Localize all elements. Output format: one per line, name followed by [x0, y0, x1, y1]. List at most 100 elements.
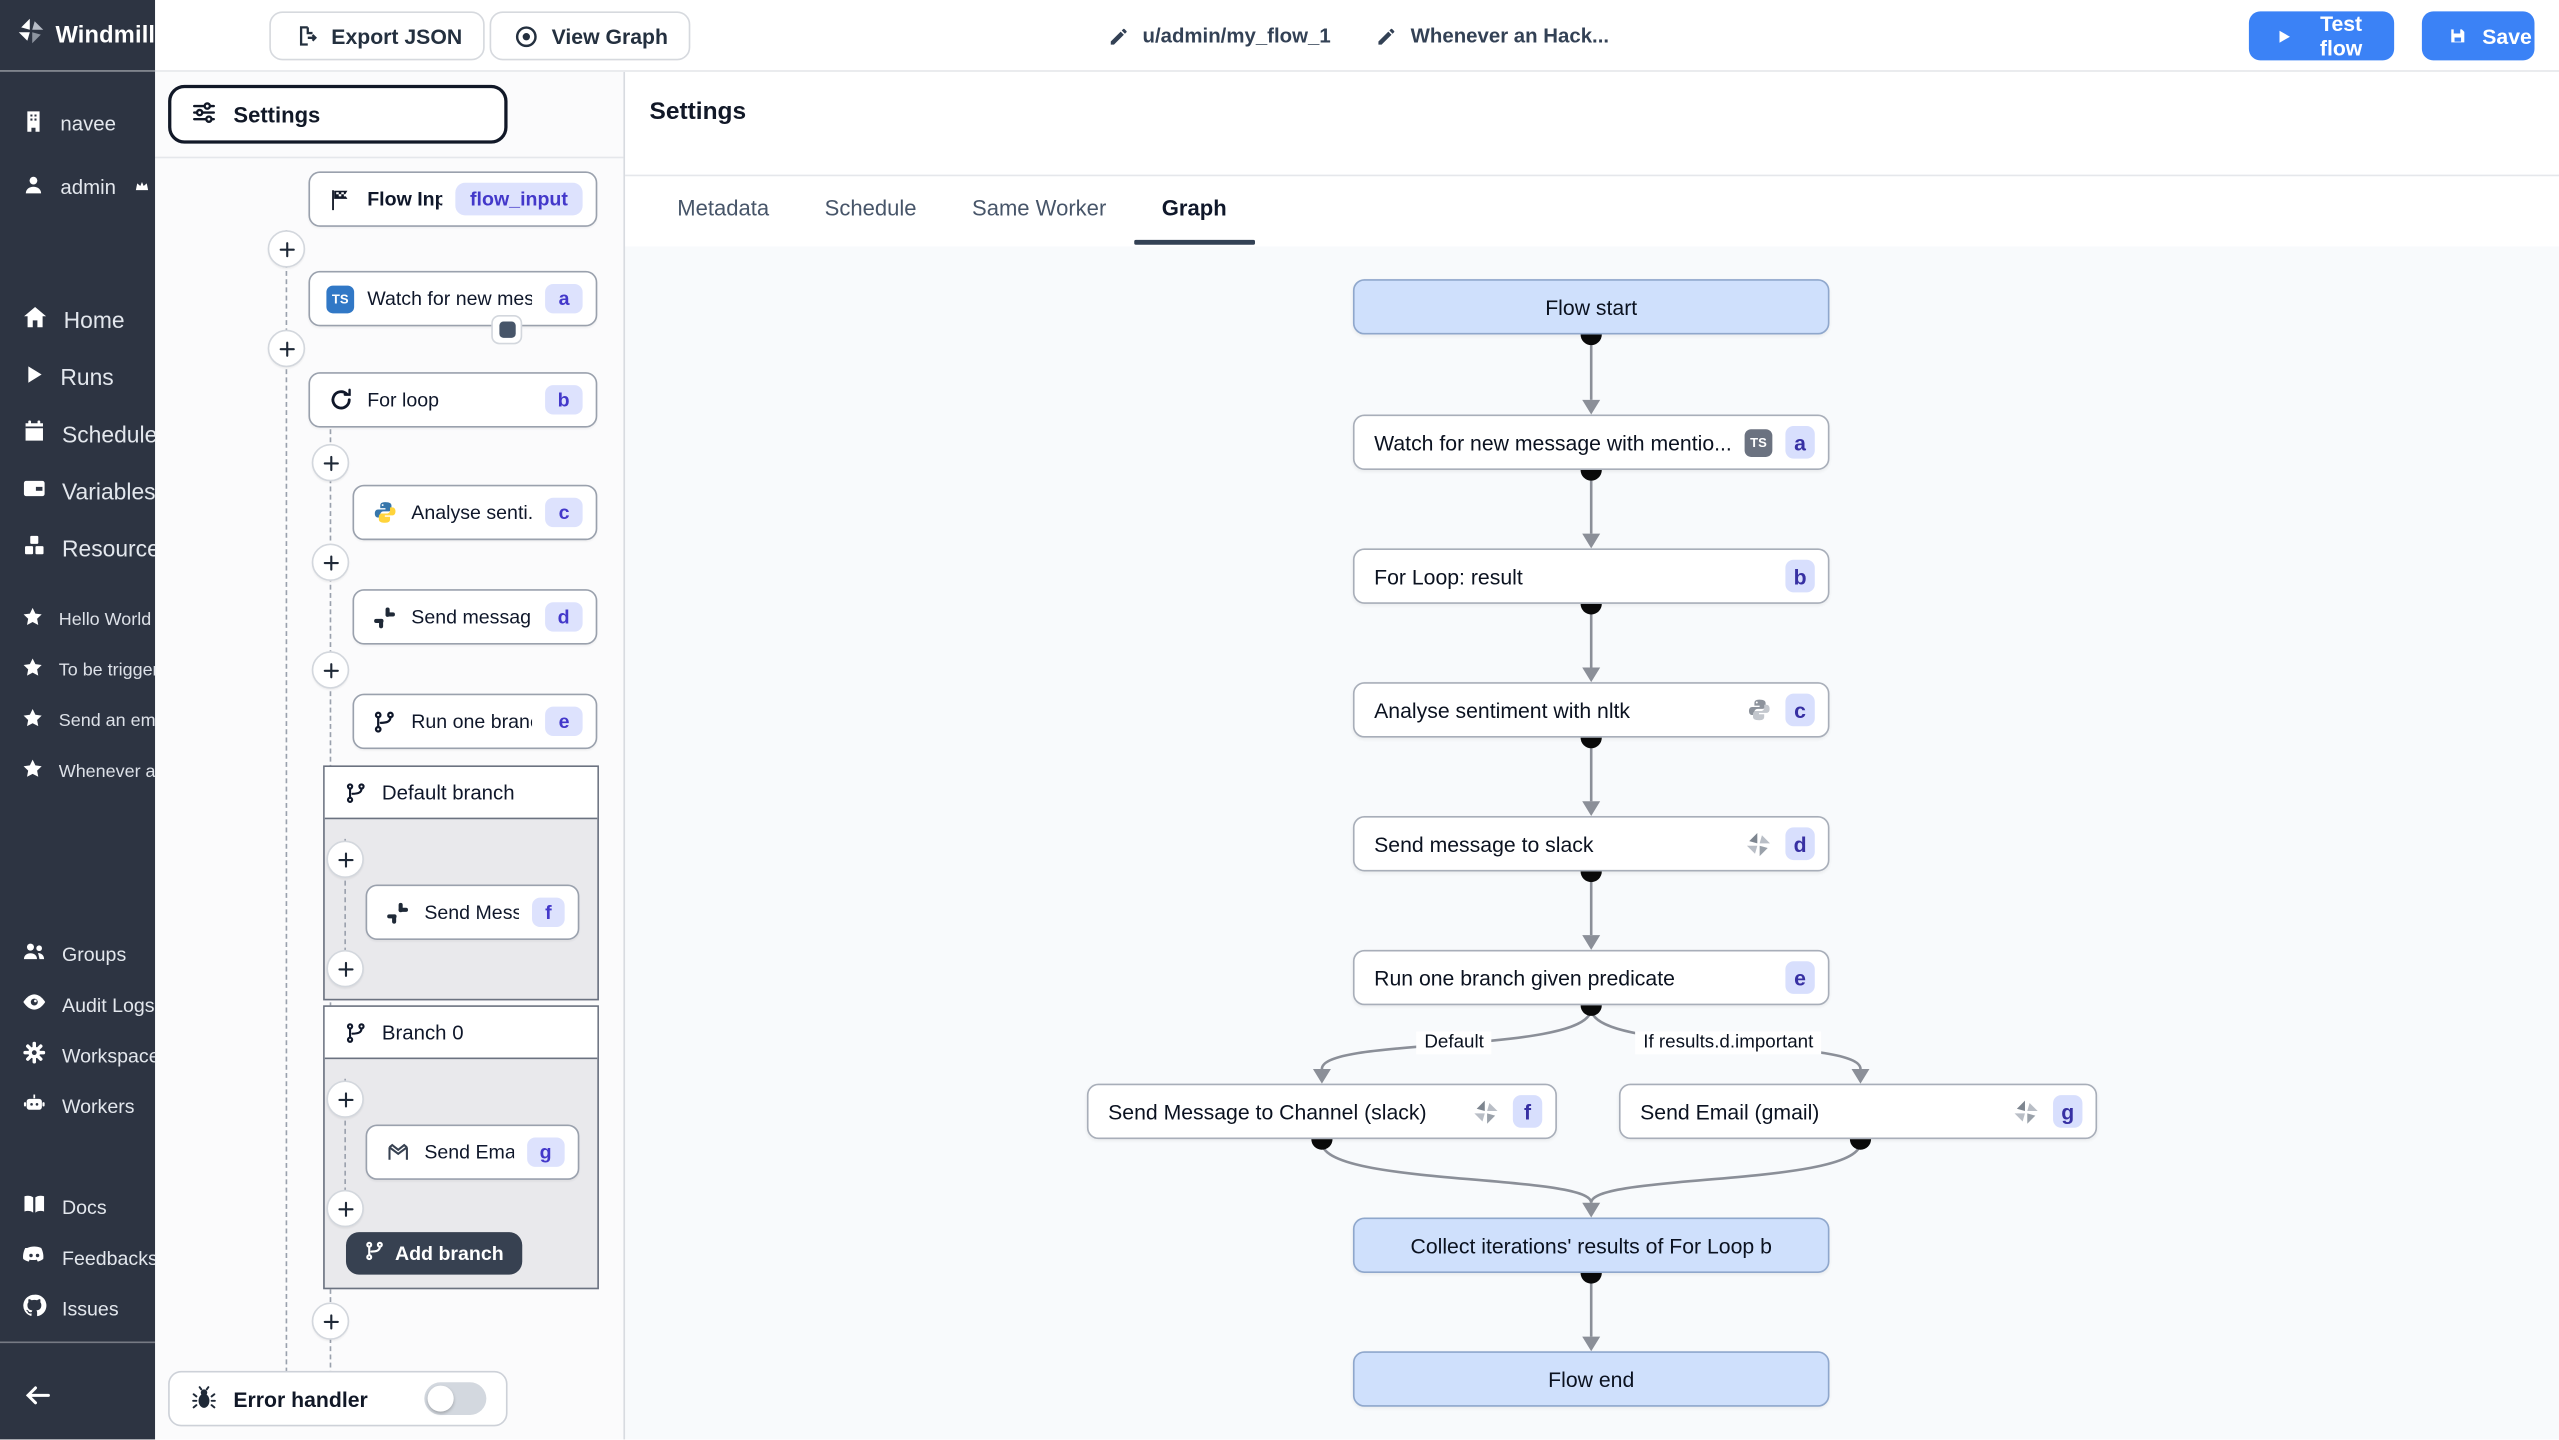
home-icon — [21, 303, 49, 336]
add-step-button[interactable] — [311, 651, 350, 689]
sidebar-item-feedbacks[interactable]: Feedbacks — [0, 1232, 155, 1283]
windmill-logo[interactable]: Windmill — [0, 0, 156, 72]
save-button[interactable]: Save — [2421, 11, 2535, 61]
user-name: admin — [60, 176, 116, 200]
loop-icon — [326, 386, 354, 414]
sidebar-item-schedules[interactable]: Schedules — [0, 405, 155, 462]
graph-node-e[interactable]: Run one branch given predicate e — [1352, 949, 1830, 1006]
sidebar-item-audit-logs[interactable]: Audit Logs — [0, 979, 155, 1030]
graph-node-badge: e — [1785, 961, 1815, 994]
add-step-button[interactable] — [311, 543, 350, 581]
person-icon — [21, 173, 45, 202]
add-step-button[interactable] — [311, 1302, 350, 1340]
test-flow-button[interactable]: Test flow — [2248, 11, 2395, 61]
flow-settings-button[interactable]: Settings — [168, 84, 508, 144]
default-branch-container: Default branch Send Mess... f — [323, 765, 599, 1001]
flow-graph-canvas[interactable]: Flow start Watch for new message with me… — [625, 246, 2559, 1440]
sidebar-item-groups[interactable]: Groups — [0, 929, 155, 980]
add-step-button[interactable] — [267, 329, 306, 368]
sidebar-item-workers[interactable]: Workers — [0, 1080, 155, 1131]
discord-icon — [21, 1242, 47, 1273]
branch-0-header[interactable]: Branch 0 — [324, 1006, 598, 1060]
panel-divider — [155, 156, 624, 159]
workspace-selector[interactable]: navee — [0, 104, 155, 143]
graph-node-a[interactable]: Watch for new message with mentio... TS … — [1352, 414, 1830, 471]
graph-node-g[interactable]: Send Email (gmail) g — [1618, 1083, 2098, 1140]
flow-input-badge: flow_input — [455, 182, 583, 216]
main-nav: Home Runs Schedules Variables Resources — [0, 290, 155, 576]
user-menu[interactable]: admin — [0, 168, 155, 207]
brand-label: Windmill — [55, 22, 156, 49]
add-step-button[interactable] — [326, 1080, 364, 1118]
flow-path[interactable]: u/admin/my_flow_1 — [1105, 22, 1331, 50]
error-handler-toggle[interactable] — [424, 1382, 487, 1415]
graph-node-f[interactable]: Send Message to Channel (slack) f — [1086, 1083, 1557, 1140]
add-step-button[interactable] — [267, 230, 306, 268]
favorites-section: Hello World in D... To be triggered ... … — [0, 594, 155, 796]
add-step-button[interactable] — [326, 949, 364, 988]
graph-node-d[interactable]: Send message to slack d — [1352, 816, 1830, 872]
bug-icon — [189, 1385, 217, 1413]
tab-metadata[interactable]: Metadata — [677, 195, 770, 221]
tab-graph[interactable]: Graph — [1134, 176, 1255, 245]
sidebar-item-resources[interactable]: Resources — [0, 519, 155, 576]
sidebar-item-variables[interactable]: Variables — [0, 462, 155, 519]
tab-schedule[interactable]: Schedule — [824, 195, 917, 221]
arrow-left-icon — [21, 1386, 54, 1418]
sidebar-item-issues[interactable]: Issues — [0, 1283, 155, 1334]
view-graph-button[interactable]: View Graph — [489, 11, 691, 61]
sidebar-item-runs[interactable]: Runs — [0, 348, 155, 405]
graph-node-flow-end[interactable]: Flow end — [1352, 1351, 1830, 1407]
graph-node-badge: b — [1785, 559, 1815, 593]
favorite-item[interactable]: Whenever an H... — [0, 746, 155, 797]
gear-icon — [21, 1040, 47, 1071]
sidebar: Windmill navee admin Home Runs — [0, 0, 156, 1440]
graph-node-badge: g — [2053, 1095, 2083, 1128]
graph-node-collect[interactable]: Collect iterations' results of For Loop … — [1352, 1217, 1830, 1273]
module-node-a[interactable]: TS Watch for new mes... a — [308, 270, 598, 327]
sidebar-item-workspace[interactable]: Workspace — [0, 1030, 155, 1081]
typescript-icon: TS — [1744, 428, 1773, 457]
module-node-f[interactable]: Send Mess... f — [365, 884, 580, 941]
tab-same-worker[interactable]: Same Worker — [972, 195, 1107, 221]
flow-summary[interactable]: Whenever an Hack... — [1373, 22, 1609, 50]
add-step-button[interactable] — [326, 840, 364, 879]
module-badge: g — [526, 1137, 565, 1167]
graph-node-b[interactable]: For Loop: result b — [1352, 548, 1830, 604]
add-branch-button[interactable]: Add branch — [345, 1232, 522, 1275]
book-icon — [21, 1191, 47, 1222]
default-branch-label: Default branch — [381, 780, 515, 804]
links-section: Docs Feedbacks Issues — [0, 1182, 155, 1334]
star-icon — [21, 757, 44, 785]
sidebar-divider — [0, 1341, 156, 1344]
favorite-item[interactable]: To be triggered ... — [0, 645, 155, 696]
module-node-b[interactable]: For loop b — [308, 372, 598, 428]
module-badge: f — [532, 897, 565, 927]
module-node-g[interactable]: Send Emai... g — [365, 1124, 580, 1180]
graph-node-badge: d — [1785, 827, 1815, 861]
branch-0-container: Branch 0 Send Emai... g Add branch — [323, 1005, 599, 1290]
sidebar-item-home[interactable]: Home — [0, 290, 155, 347]
flow-path-label: u/admin/my_flow_1 — [1142, 24, 1331, 48]
edge-label-default: Default — [1416, 1031, 1493, 1055]
add-step-button[interactable] — [326, 1189, 364, 1228]
flow-summary-label: Whenever an Hack... — [1410, 24, 1610, 48]
flow-input-node[interactable]: Flow Input flow_input — [308, 171, 598, 227]
graph-node-c[interactable]: Analyse sentiment with nltk c — [1352, 682, 1830, 738]
flow-header: u/admin/my_flow_1 Whenever an Hack... — [155, 0, 2559, 72]
drag-handle[interactable] — [491, 314, 523, 345]
module-node-c[interactable]: Analyse senti... c — [352, 484, 598, 541]
export-json-button[interactable]: Export JSON — [269, 11, 486, 61]
collapse-sidebar-button[interactable] — [21, 1379, 54, 1420]
sidebar-item-docs[interactable]: Docs — [0, 1182, 155, 1233]
save-label: Save — [2482, 23, 2532, 49]
module-node-e[interactable]: Run one branch e — [352, 693, 598, 750]
favorite-item[interactable]: Send an email ... — [0, 695, 155, 746]
favorite-item[interactable]: Hello World in D... — [0, 594, 155, 645]
graph-node-flow-start[interactable]: Flow start — [1352, 279, 1830, 335]
building-icon — [21, 109, 45, 138]
module-node-d[interactable]: Send messag... d — [352, 589, 598, 645]
default-branch-header[interactable]: Default branch — [324, 767, 598, 820]
add-step-button[interactable] — [311, 443, 350, 482]
error-handler-row[interactable]: Error handler — [168, 1370, 508, 1427]
